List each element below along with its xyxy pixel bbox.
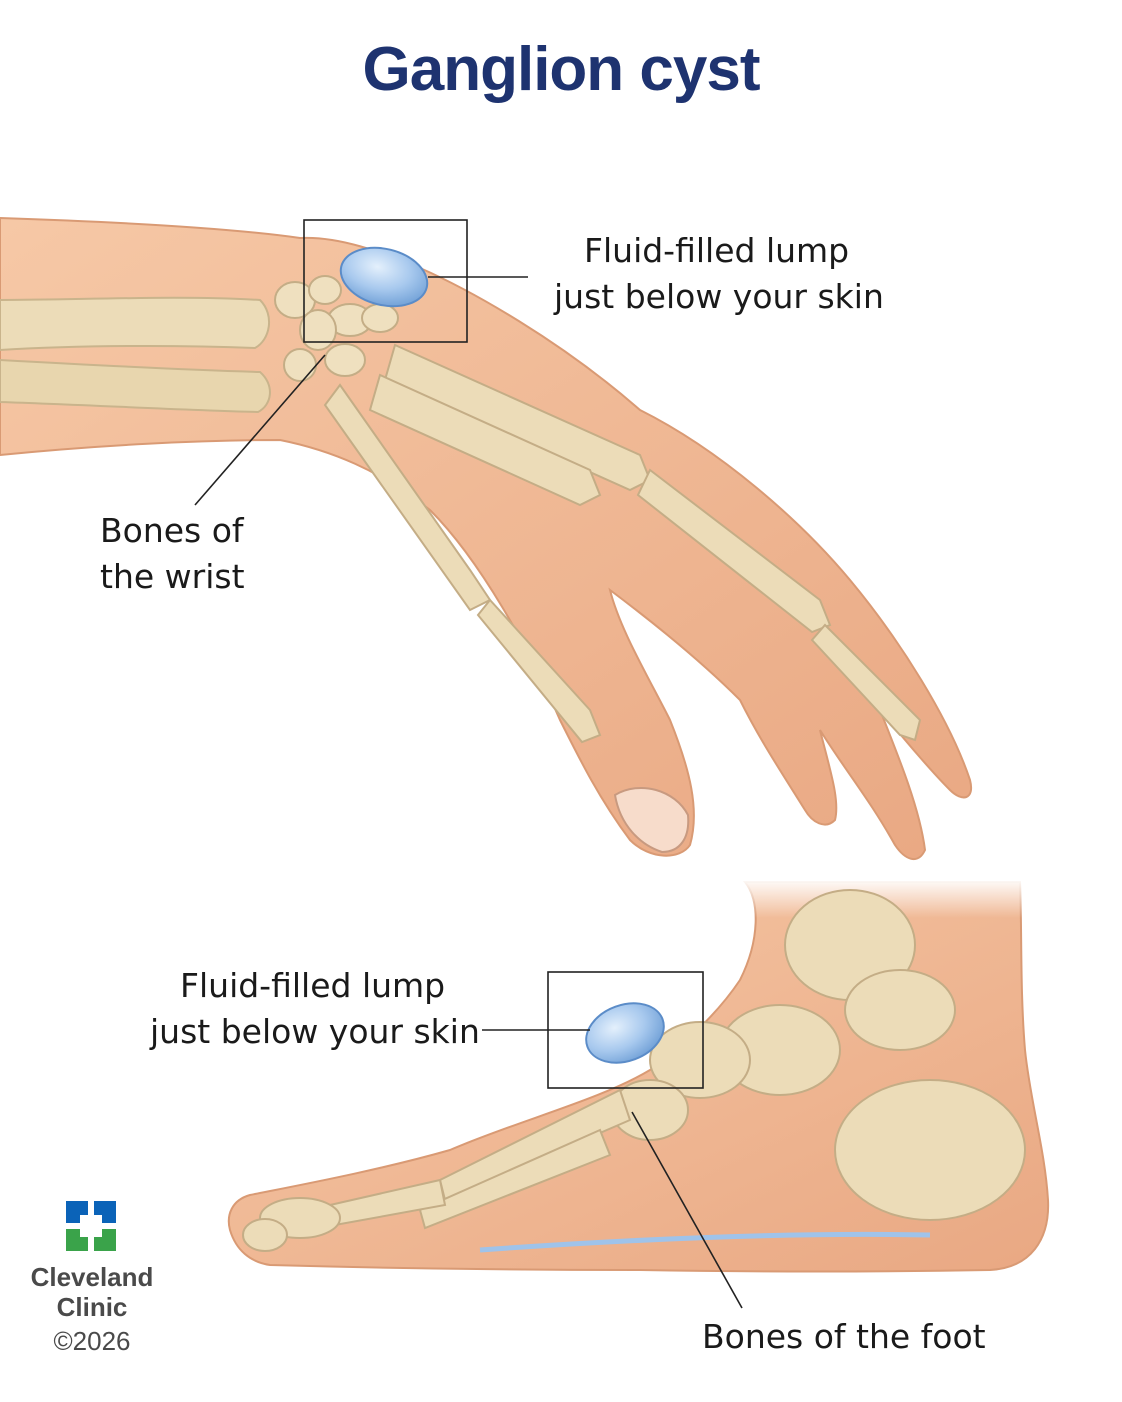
foot-bones bbox=[242, 889, 1026, 1252]
wrist-bones bbox=[274, 275, 399, 382]
foot-cyst bbox=[585, 1002, 665, 1064]
forearm-bone bbox=[0, 296, 270, 352]
brand-name: Cleveland Clinic bbox=[30, 1262, 154, 1322]
foot-bones-label: Bones of the foot bbox=[702, 1317, 986, 1356]
copyright-text: ©2026 bbox=[53, 1326, 131, 1356]
thumbnail bbox=[613, 786, 690, 854]
hand-illustration bbox=[0, 216, 973, 860]
wrist-lump-label: Fluid-filled lump just below your skin bbox=[554, 231, 884, 316]
cleveland-clinic-cross-icon bbox=[66, 1201, 116, 1251]
wrist-callout-box bbox=[303, 219, 468, 343]
wrist-cyst bbox=[339, 246, 429, 308]
page-title: Ganglion cyst bbox=[362, 35, 761, 104]
plantar-fascia bbox=[479, 1231, 931, 1253]
forearm-bone bbox=[0, 358, 271, 414]
hand-bones bbox=[323, 343, 922, 744]
wrist-bones-label: Bones of the wrist bbox=[100, 511, 245, 596]
wrist-bones-leader bbox=[194, 354, 326, 506]
foot-bones-leader bbox=[631, 1111, 743, 1309]
foot-illustration bbox=[227, 878, 1050, 1309]
foot-lump-label: Fluid-filled lump just below your skin bbox=[150, 966, 480, 1051]
brand-block: Cleveland Clinic ©2026 bbox=[22, 1200, 162, 1357]
